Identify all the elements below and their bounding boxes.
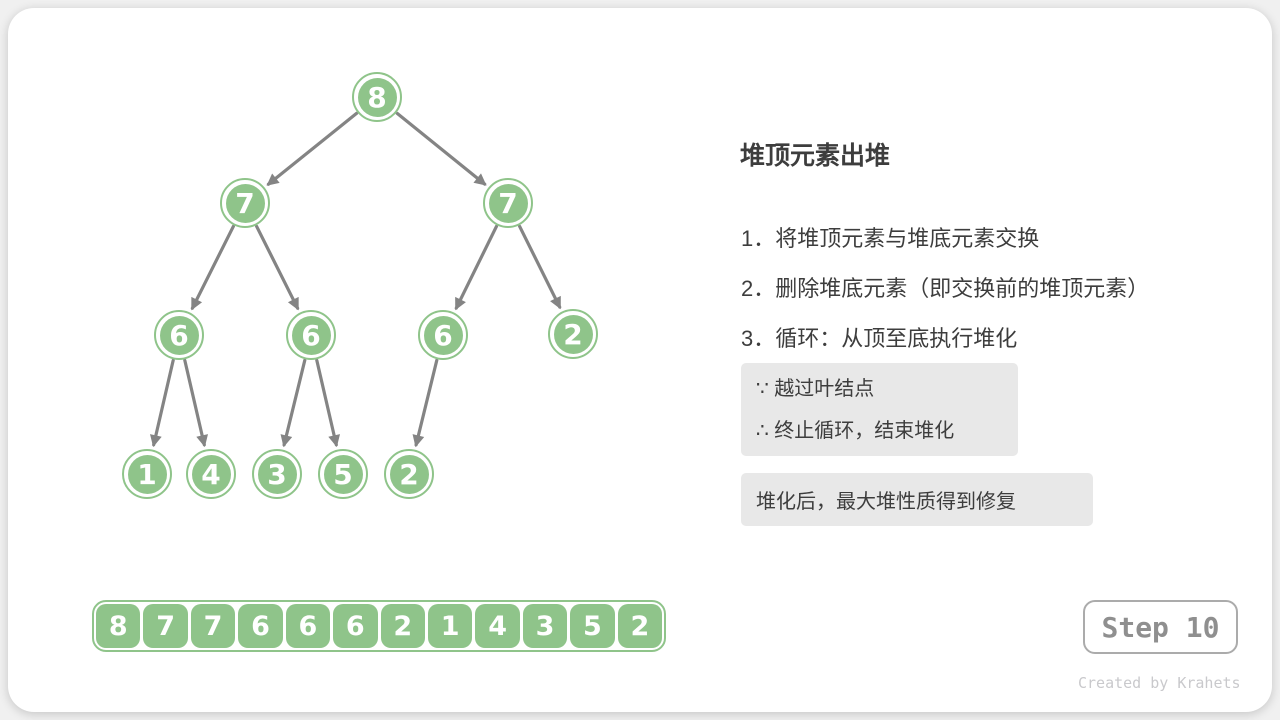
- tree-node-n1: 7: [220, 178, 270, 228]
- array-cell-2: 7: [190, 604, 236, 648]
- tree-node-n0: 8: [352, 72, 402, 122]
- array-cell-6: 2: [380, 604, 425, 648]
- tree-node-n11: 2: [384, 449, 434, 499]
- tree-node-label: 6: [159, 315, 199, 355]
- array-cell-3: 6: [238, 604, 283, 648]
- result-note-text: 堆化后，最大堆性质得到修复: [756, 491, 1016, 513]
- credit-text: Created by Krahets: [1078, 674, 1241, 692]
- note-line-1: ∵ 越过叶结点: [756, 377, 875, 400]
- tree-node-label: 5: [323, 454, 363, 494]
- tree-edge-n3-n7: [150, 358, 175, 448]
- tree-node-n7: 1: [122, 449, 172, 499]
- tree-node-label: 3: [257, 454, 297, 494]
- array-cell-1: 7: [143, 604, 188, 648]
- step-badge: Step 10: [1083, 600, 1238, 654]
- array-cell-9: 3: [522, 604, 568, 648]
- tree-edge-n2-n6: [517, 224, 562, 310]
- step-badge-label: Step 10: [1101, 610, 1220, 644]
- tree-node-n3: 6: [154, 310, 204, 360]
- tree-node-n4: 6: [286, 310, 336, 360]
- note-line-2: ∴ 终止循环，结束堆化: [756, 419, 955, 442]
- tree-node-label: 8: [357, 77, 397, 117]
- tree-node-label: 4: [191, 454, 231, 494]
- tree-node-n8: 4: [186, 449, 236, 499]
- step-item-1: 1．将堆顶元素与堆底元素交换: [741, 226, 1040, 251]
- tree-node-label: 7: [488, 183, 528, 223]
- array-cell-4: 6: [285, 604, 331, 648]
- diagram-card: [8, 8, 1272, 712]
- tree-node-n5: 6: [418, 310, 468, 360]
- reasoning-note-box: ∵ 越过叶结点 ∴ 终止循环，结束堆化: [741, 363, 1018, 456]
- tree-node-label: 2: [553, 314, 593, 354]
- tree-node-n9: 3: [252, 449, 302, 499]
- result-note-box: 堆化后，最大堆性质得到修复: [741, 473, 1093, 526]
- tree-edge-n1-n4: [255, 224, 300, 311]
- tree-edge-n4-n9: [280, 358, 307, 448]
- tree-edge-n0-n1: [266, 111, 359, 186]
- array-cell-0: 8: [96, 604, 141, 648]
- tree-edge-n0-n2: [395, 111, 487, 186]
- panel-title: 堆顶元素出堆: [740, 142, 891, 170]
- step-item-2: 2．删除堆底元素（即交换前的堆顶元素）: [741, 276, 1150, 301]
- tree-node-label: 6: [291, 315, 331, 355]
- tree-node-label: 2: [389, 454, 429, 494]
- array-cell-10: 5: [570, 604, 615, 648]
- tree-edge-n3-n8: [183, 358, 208, 448]
- tree-edge-n4-n10: [315, 358, 340, 448]
- array-cell-5: 6: [333, 604, 378, 648]
- tree-node-n2: 7: [483, 178, 533, 228]
- steps-list: 1．将堆顶元素与堆底元素交换 2．删除堆底元素（即交换前的堆顶元素） 3．循环：从顶…: [741, 212, 1149, 362]
- tree-edge-n1-n3: [190, 224, 235, 311]
- array-cell-11: 2: [617, 604, 663, 648]
- tree-node-n6: 2: [548, 309, 598, 359]
- tree-node-label: 6: [423, 315, 463, 355]
- step-item-3: 3．循环：从顶至底执行堆化: [741, 326, 1018, 351]
- array-cell-8: 4: [475, 604, 520, 648]
- tree-node-label: 1: [127, 454, 167, 494]
- tree-node-n10: 5: [318, 449, 368, 499]
- tree-node-label: 7: [225, 183, 265, 223]
- tree-edge-n5-n11: [412, 358, 439, 448]
- tree-edge-n2-n5: [454, 224, 499, 311]
- array-cell-7: 1: [427, 604, 473, 648]
